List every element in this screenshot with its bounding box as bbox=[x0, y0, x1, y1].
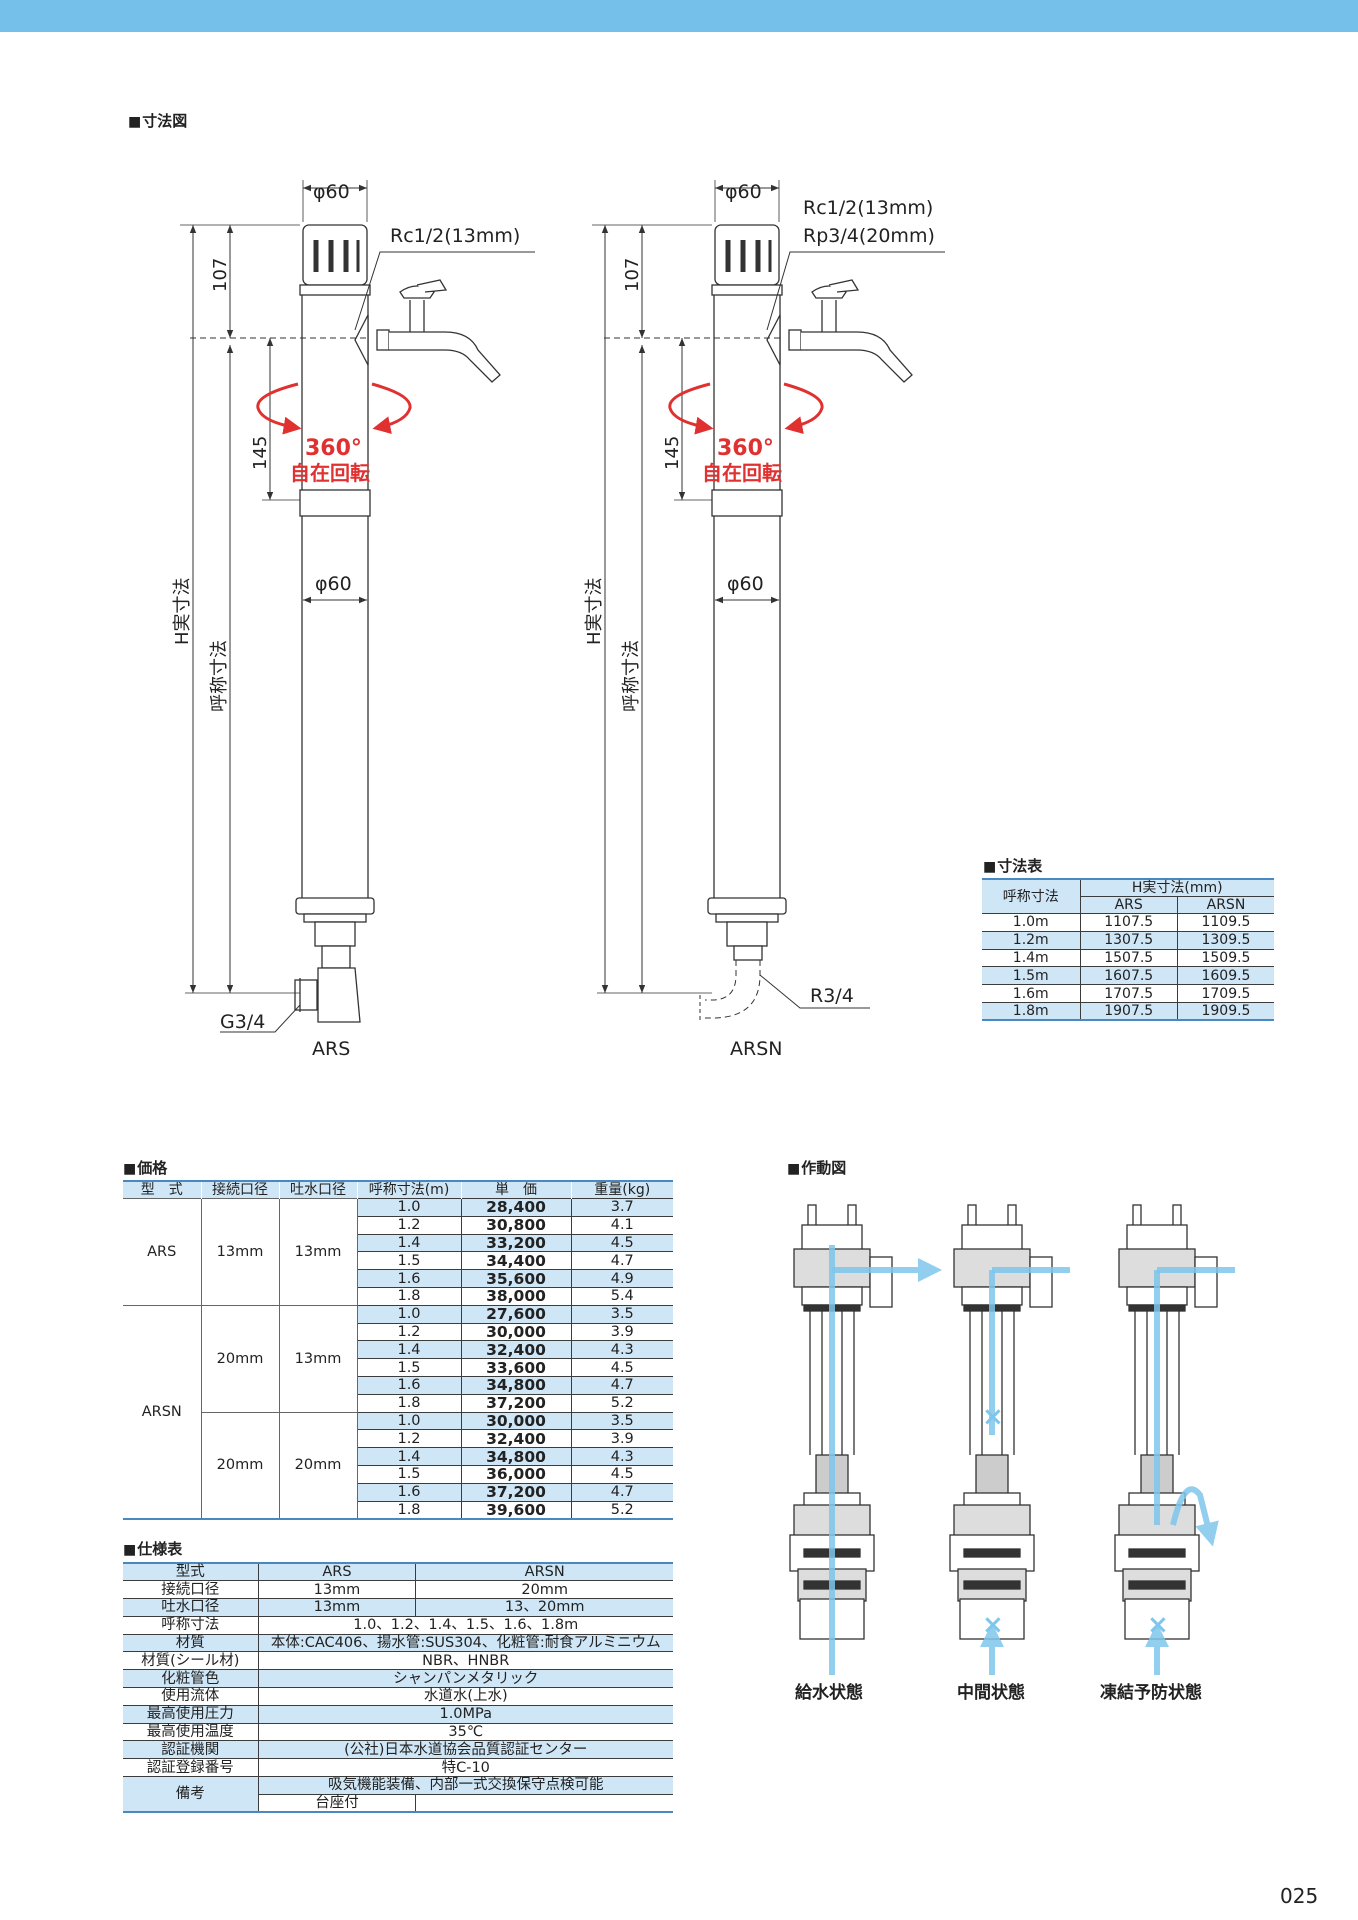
section-title-dimension-drawing: 寸法図 bbox=[128, 110, 187, 131]
svg-text:×: × bbox=[982, 1402, 1004, 1432]
operation-intermediate: × × bbox=[949, 1204, 1070, 1675]
section-title-operation: 作動図 bbox=[787, 1157, 846, 1178]
price-header-weight: 重量(kg) bbox=[570, 1181, 673, 1199]
dim-header-ars: ARS bbox=[1079, 896, 1178, 914]
section-title-dimension-table: 寸法表 bbox=[983, 855, 1042, 876]
arsn-dim-145: 145 bbox=[662, 436, 683, 470]
section-title-specs: 仕様表 bbox=[123, 1538, 182, 1559]
ars-rotate-deg: 360° bbox=[305, 436, 362, 461]
arsn-thread-top2: Rp3/4(20mm) bbox=[803, 225, 935, 247]
operation-diagram: × × × bbox=[789, 1204, 1235, 1675]
ars-thread-bottom: G3/4 bbox=[220, 1011, 265, 1033]
arsn-rotate-deg: 360° bbox=[717, 436, 774, 461]
table-row: 化粧管色シャンパンメタリック bbox=[123, 1669, 673, 1688]
arsn-h-label: H実寸法 bbox=[584, 577, 605, 645]
operation-label-supply: 給水状態 bbox=[795, 1683, 863, 1703]
ars-phi-mid: φ60 bbox=[315, 573, 352, 595]
dim-header-arsn: ARSN bbox=[1176, 896, 1274, 914]
ars-dim-107: 107 bbox=[210, 258, 231, 292]
arsn-dim-107: 107 bbox=[622, 258, 643, 292]
price-header-model: 型 式 bbox=[123, 1181, 201, 1199]
price-header-price: 単 価 bbox=[460, 1181, 571, 1199]
table-row: 認証登録番号特C-10 bbox=[123, 1758, 673, 1777]
section-title-price: 価格 bbox=[123, 1157, 167, 1178]
operation-supply bbox=[789, 1204, 942, 1675]
ars-nominal-label: 呼称寸法 bbox=[209, 640, 230, 712]
arsn-thread-top1: Rc1/2(13mm) bbox=[803, 197, 933, 219]
table-row: 材質(シール材)NBR、HNBR bbox=[123, 1651, 673, 1670]
dim-header-actual: H実寸法(mm) bbox=[1079, 879, 1274, 897]
svg-text:×: × bbox=[982, 1610, 1004, 1640]
ars-drawing bbox=[180, 180, 535, 1033]
arsn-labels: φ60 φ60 Rc1/2(13mm) Rp3/4(20mm) 107 145 … bbox=[584, 181, 935, 1060]
ars-labels: φ60 φ60 Rc1/2(13mm) 107 145 360° 自在回転 H実… bbox=[172, 181, 520, 1060]
operation-label-freeze: 凍結予防状態 bbox=[1100, 1683, 1202, 1703]
svg-text:×: × bbox=[1147, 1610, 1169, 1640]
arsn-rotate-text: 自在回転 bbox=[702, 461, 782, 485]
price-table: 型 式 接続口径 吐水口径 呼称寸法(m) 単 価 重量(kg) ARS 13m… bbox=[123, 1180, 673, 1520]
arsn-phi-mid: φ60 bbox=[727, 573, 764, 595]
ars-model-label: ARS bbox=[312, 1038, 350, 1060]
price-header-conn: 接続口径 bbox=[200, 1181, 279, 1199]
price-header-nominal: 呼称寸法(m) bbox=[356, 1181, 461, 1199]
price-header-outlet: 吐水口径 bbox=[278, 1181, 357, 1199]
dim-header-nominal: 呼称寸法 bbox=[982, 879, 1080, 914]
arsn-nominal-label: 呼称寸法 bbox=[621, 640, 642, 712]
arsn-drawing bbox=[592, 180, 945, 1022]
arsn-model-label: ARSN bbox=[730, 1038, 782, 1060]
dimension-drawing: φ60 φ60 Rc1/2(13mm) 107 145 360° 自在回転 H実… bbox=[172, 180, 945, 1060]
operation-freeze-prevention: × bbox=[1114, 1204, 1235, 1675]
page-number: 025 bbox=[1280, 1884, 1319, 1908]
arsn-phi-top: φ60 bbox=[725, 181, 762, 203]
table-row: 認証機関(公社)日本水道協会品質認証センター bbox=[123, 1740, 673, 1759]
table-row: 台座付 bbox=[123, 1793, 673, 1813]
ars-dim-145: 145 bbox=[250, 436, 271, 470]
ars-h-label: H実寸法 bbox=[172, 577, 193, 645]
ars-thread-top: Rc1/2(13mm) bbox=[390, 225, 520, 247]
arsn-thread-bottom: R3/4 bbox=[810, 985, 854, 1007]
ars-phi-top: φ60 bbox=[313, 181, 350, 203]
operation-label-intermediate: 中間状態 bbox=[957, 1683, 1025, 1703]
ars-rotate-text: 自在回転 bbox=[290, 461, 370, 485]
table-row: 材質本体:CAC406、揚水管:SUS304、化粧管:耐食アルミニウム bbox=[123, 1633, 673, 1652]
top-accent-bar bbox=[0, 0, 1358, 32]
table-row: 備考吸気機能装備、内部一式交換保守点検可能 bbox=[123, 1776, 673, 1813]
table-row: 使用流体水道水(上水) bbox=[123, 1687, 673, 1706]
